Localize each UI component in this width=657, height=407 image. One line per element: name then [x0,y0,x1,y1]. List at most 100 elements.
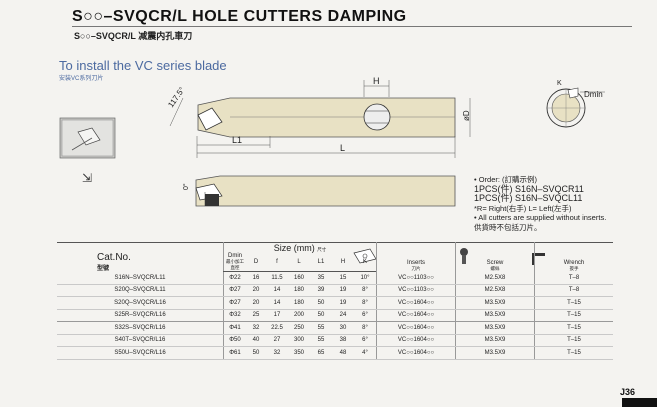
dmin-label-cn: 最小加工直徑 [226,259,244,270]
cell-l1: 35 [310,271,332,285]
cell-k: 6° [354,334,377,347]
l-label: L [340,143,345,153]
boring-bar-top-view [169,80,471,158]
catno-label: Cat.No. [97,251,131,263]
cell-k: 8° [354,284,377,297]
cell-cat: S20Q–SVQCR/L11 [57,284,224,297]
cell-f: 14 [266,284,288,297]
cell-dmin: Φ61 [223,346,246,360]
wrench-header: Wrench 扳手 [534,242,613,272]
cell-cat: S25R–SVQCR/L16 [57,309,224,322]
cell-d: 20 [246,296,266,310]
cell-wrench: T–15 [534,296,613,310]
cell-f: 17 [266,309,288,322]
screw-label: Screw [486,259,504,266]
cell-cat: S32S–SVQCR/L16 [57,321,224,335]
cell-l: 180 [288,296,310,310]
order-line-1: 1PCS(件) S16N–SVQCR11 [474,183,584,194]
cell-screw: M3.5X9 [455,346,535,360]
blade-heading-cn: 安装VC系列刀片 [59,76,104,82]
col-l-header: L [288,253,310,272]
cell-wrench: T–8 [534,284,613,297]
catno-label-cn: 型號 [97,265,110,272]
cell-h: 48 [332,346,354,360]
cell-dmin: Φ27 [223,296,246,310]
table-row: S20Q–SVQCR/L16 Φ27 20 14 180 50 19 8° VC… [57,296,613,310]
cell-d: 25 [246,309,266,322]
cell-f: 27 [266,334,288,347]
cell-k: 10° [354,271,377,285]
cell-wrench: T–15 [534,309,613,322]
cell-l: 250 [288,321,310,335]
cell-screw: M3.5X9 [455,321,535,335]
cell-l: 200 [288,309,310,322]
catno-header: Cat.No. 型號 [57,243,224,272]
table-row: S32S–SVQCR/L16 Φ41 32 22.5 250 55 30 8° … [57,321,613,335]
cell-k: 8° [354,296,377,310]
cell-f: 32 [266,346,288,360]
cell-l1: 65 [310,346,332,360]
l1-label: L1 [232,135,242,145]
col-h-header: H [332,253,354,272]
cell-l: 300 [288,334,310,347]
arrow-icon: ⇲ [82,171,92,185]
cell-insert: VC○○1604○○ [376,346,456,360]
cell-f: 22.5 [266,321,288,335]
cell-screw: M3.5X9 [455,296,535,310]
cell-cat: S50U–SVQCR/L16 [57,346,224,360]
inserts-note-cn: 供貨時不包括刀片。 [474,222,542,232]
cell-h: 15 [332,271,354,285]
cell-l: 180 [288,284,310,297]
cell-dmin: Φ27 [223,284,246,297]
cell-cat: S20Q–SVQCR/L16 [57,296,224,310]
cell-l1: 50 [310,296,332,310]
boring-bar-side-view [195,175,456,207]
cell-screw: M2.5X8 [455,284,535,297]
cell-wrench: T–15 [534,321,613,335]
cell-l1: 55 [310,334,332,347]
dmin-header: Dmin 最小加工直徑 [223,253,246,272]
cell-dmin: Φ50 [223,334,246,347]
cell-h: 30 [332,321,354,335]
k-label: K [557,80,562,87]
dmin-label: Dmin [227,253,242,259]
title-divider [72,26,632,27]
blade-heading: To install the VC series blade [59,58,227,73]
cell-h: 38 [332,334,354,347]
cell-dmin: Φ41 [223,321,246,335]
cell-k: 8° [354,321,377,335]
cell-wrench: T–8 [534,271,613,285]
cell-wrench: T–15 [534,346,613,360]
h-label: H [373,76,380,86]
col-l1-header: L1 [310,253,332,272]
inserts-header: Inserts 刀片 [376,242,456,272]
cell-insert: VC○○1103○○ [376,284,456,297]
col-k-header: K [354,253,377,272]
cell-l1: 55 [310,321,332,335]
cell-d: 50 [246,346,266,360]
size-label: Size (mm) [273,243,315,253]
order-heading: • Order: (訂購示例) [474,175,538,184]
order-line-2: 1PCS(件) S16N–SVQCL11 [474,193,583,204]
cell-screw: M2.5X8 [455,271,535,285]
table-row: S16N–SVQCR/L11 Φ22 16 11.5 160 35 15 10°… [57,271,613,285]
col-f-header: f [266,253,288,272]
page-title: S○○–SVQCR/L HOLE CUTTERS DAMPING [72,8,407,25]
cell-l1: 50 [310,309,332,322]
cell-h: 24 [332,309,354,322]
cell-h: 19 [332,284,354,297]
cell-k: 4° [354,346,377,360]
cell-insert: VC○○1604○○ [376,334,456,347]
blade-inset-drawing [59,117,116,159]
end-section-view [546,87,605,128]
table-row: S50U–SVQCR/L16 Φ61 50 32 350 65 48 4° VC… [57,346,613,360]
cell-f: 11.5 [266,271,288,285]
screw-label-cn: 螺絲 [490,265,500,271]
cell-dmin: Φ32 [223,309,246,322]
cell-cat: S16N–SVQCR/L11 [57,271,224,285]
table-row: S20Q–SVQCR/L11 Φ27 20 14 180 39 19 8° VC… [57,284,613,297]
cell-l: 160 [288,271,310,285]
table-row: S25R–SVQCR/L16 Φ32 25 17 200 50 24 6° VC… [57,309,613,322]
cell-cat: S40T–SVQCR/L16 [57,334,224,347]
page-tab [622,398,657,407]
